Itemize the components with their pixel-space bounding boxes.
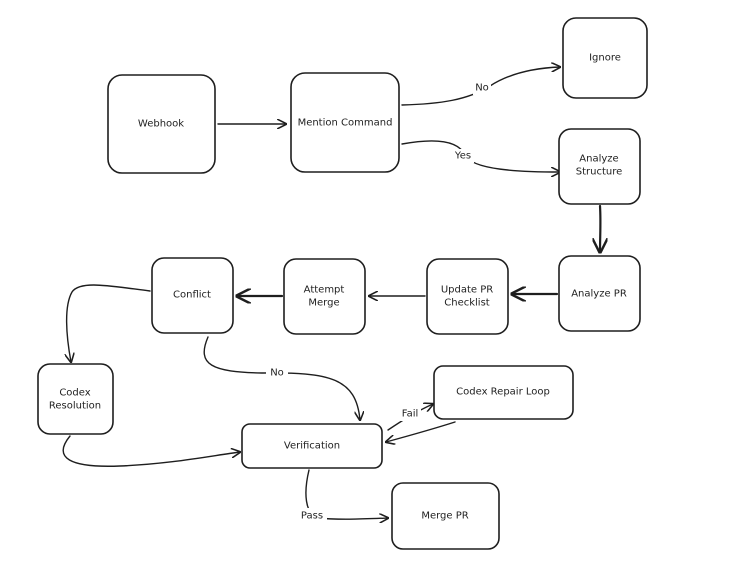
node-codex-repair-loop: Codex Repair Loop: [433, 365, 574, 420]
edge-conflict-to-codex-resolution: [67, 284, 151, 362]
edge-verification-to-repair-loop: Fail: [387, 404, 433, 431]
node-label-mention-command: Mention Command: [298, 118, 393, 129]
node-mention-command: Mention Command: [290, 72, 400, 173]
node-label-update-pr-checklist-2: Checklist: [444, 298, 490, 309]
node-label-merge-pr: Merge PR: [421, 511, 468, 522]
node-label-analyze-structure-1: Analyze: [579, 154, 618, 165]
node-label-ignore: Ignore: [589, 53, 621, 64]
edge-repair-loop-to-verification: [386, 421, 456, 442]
edge-label-pass: Pass: [301, 511, 323, 522]
node-analyze-pr: Analyze PR: [558, 255, 641, 332]
node-label-webhook: Webhook: [138, 119, 184, 130]
edge-codex-resolution-to-verification: [62, 435, 240, 467]
node-label-codex-resolution-1: Codex: [59, 388, 90, 399]
node-label-update-pr-checklist-1: Update PR: [441, 285, 493, 296]
node-analyze-structure: Analyze Structure: [558, 128, 641, 205]
edge-label-fail: Fail: [402, 409, 419, 420]
node-attempt-merge: Attempt Merge: [283, 258, 366, 335]
edge-label-yes: Yes: [454, 151, 471, 162]
node-label-conflict: Conflict: [173, 290, 211, 301]
node-codex-resolution: Codex Resolution: [37, 363, 114, 435]
edge-verification-to-merge-pr: Pass: [297, 469, 388, 523]
edge-mention-to-analyze-structure: Yes: [401, 140, 560, 172]
node-webhook: Webhook: [107, 74, 216, 174]
node-label-analyze-structure-2: Structure: [576, 167, 623, 178]
node-ignore: Ignore: [562, 17, 648, 99]
node-label-verification: Verification: [284, 441, 340, 452]
node-verification: Verification: [241, 423, 383, 469]
node-conflict: Conflict: [151, 257, 234, 334]
node-label-attempt-merge-1: Attempt: [304, 285, 345, 296]
node-label-analyze-pr: Analyze PR: [571, 289, 627, 300]
edge-mention-to-ignore: No: [401, 67, 560, 106]
node-label-attempt-merge-2: Merge: [308, 298, 339, 309]
node-label-codex-repair-loop: Codex Repair Loop: [456, 387, 550, 398]
node-update-pr-checklist: Update PR Checklist: [426, 258, 509, 335]
edge-conflict-to-verification: No: [203, 336, 360, 420]
edge-label-no-ignore: No: [475, 83, 489, 94]
node-label-codex-resolution-2: Resolution: [49, 401, 101, 412]
node-merge-pr: Merge PR: [391, 482, 500, 550]
edge-label-no-conflict: No: [270, 368, 284, 379]
